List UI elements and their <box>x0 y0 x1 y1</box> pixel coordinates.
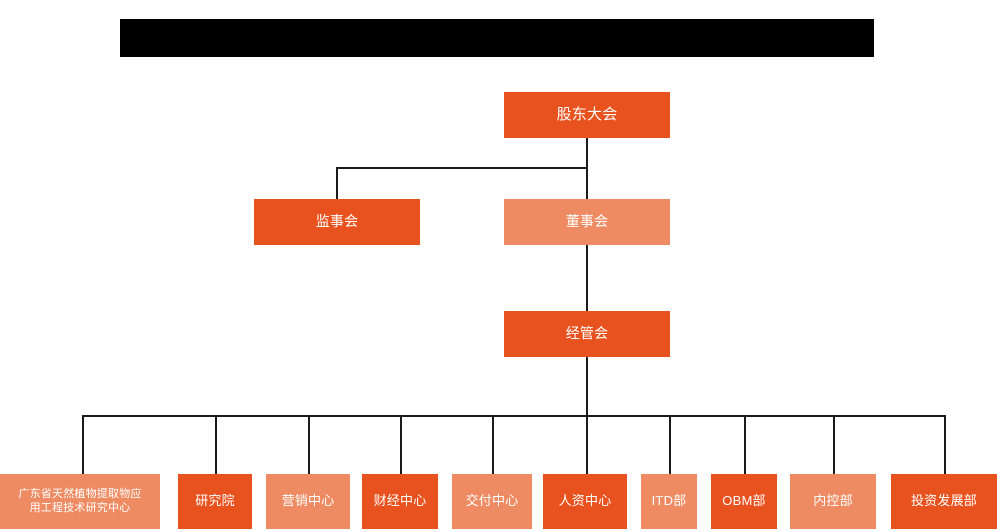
org-node-label: 研究院 <box>195 493 235 509</box>
org-node-label: OBM部 <box>722 493 766 509</box>
org-node-label: 董事会 <box>565 213 609 230</box>
connector-drop-internal-control-department <box>833 415 835 474</box>
connector-drop-itd-department <box>669 415 671 474</box>
connector-branch-bus-supervisors-directors <box>336 167 588 169</box>
org-node-finance-center[interactable]: 财经中心 <box>362 474 438 529</box>
org-node-shareholders-meeting[interactable]: 股东大会 <box>504 92 670 138</box>
org-node-board-of-supervisors[interactable]: 监事会 <box>254 199 420 245</box>
org-node-marketing-center[interactable]: 营销中心 <box>266 474 350 529</box>
org-node-label: 股东大会 <box>556 105 618 123</box>
connector-drop-research-institute <box>215 415 217 474</box>
org-node-label: 内控部 <box>813 493 853 509</box>
org-node-label: 营销中心 <box>281 493 335 509</box>
org-node-investment-development-department[interactable]: 投资发展部 <box>891 474 997 529</box>
connector-branch-down-to-directors <box>586 167 588 199</box>
org-node-label: 监事会 <box>315 213 359 230</box>
org-node-hr-center[interactable]: 人资中心 <box>543 474 627 529</box>
org-node-board-of-directors[interactable]: 董事会 <box>504 199 670 245</box>
org-node-label: 财经中心 <box>373 493 427 509</box>
connector-directors-down-to-management <box>586 245 588 311</box>
org-node-management-committee[interactable]: 经管会 <box>504 311 670 357</box>
org-node-label: 经管会 <box>565 325 609 342</box>
org-node-guangdong-research-center[interactable]: 广东省天然植物提取物应 用工程技术研究中心 <box>0 474 160 529</box>
connector-branch-down-to-supervisors <box>336 167 338 199</box>
connector-drop-hr-center <box>586 415 588 474</box>
connector-management-down-to-bus <box>586 357 588 416</box>
org-node-delivery-center[interactable]: 交付中心 <box>452 474 532 529</box>
org-node-label: 交付中心 <box>465 493 519 509</box>
connector-drop-delivery-center <box>492 415 494 474</box>
connector-shareholders-down-to-branch <box>586 138 588 168</box>
connector-drop-guangdong-research-center <box>82 415 84 474</box>
org-node-label: 人资中心 <box>558 493 612 509</box>
org-node-itd-department[interactable]: ITD部 <box>641 474 697 529</box>
connector-drop-marketing-center <box>308 415 310 474</box>
connector-drop-obm-department <box>744 415 746 474</box>
connector-drop-finance-center <box>400 415 402 474</box>
org-node-internal-control-department[interactable]: 内控部 <box>790 474 876 529</box>
org-node-obm-department[interactable]: OBM部 <box>711 474 777 529</box>
org-node-label: 广东省天然植物提取物应 用工程技术研究中心 <box>18 487 142 514</box>
connector-drop-investment-development-department <box>944 415 946 474</box>
org-node-label: ITD部 <box>651 493 687 509</box>
org-node-label: 投资发展部 <box>910 493 977 509</box>
org-node-research-institute[interactable]: 研究院 <box>178 474 252 529</box>
connector-department-bus <box>82 415 946 417</box>
redacted-title-bar <box>120 19 874 57</box>
